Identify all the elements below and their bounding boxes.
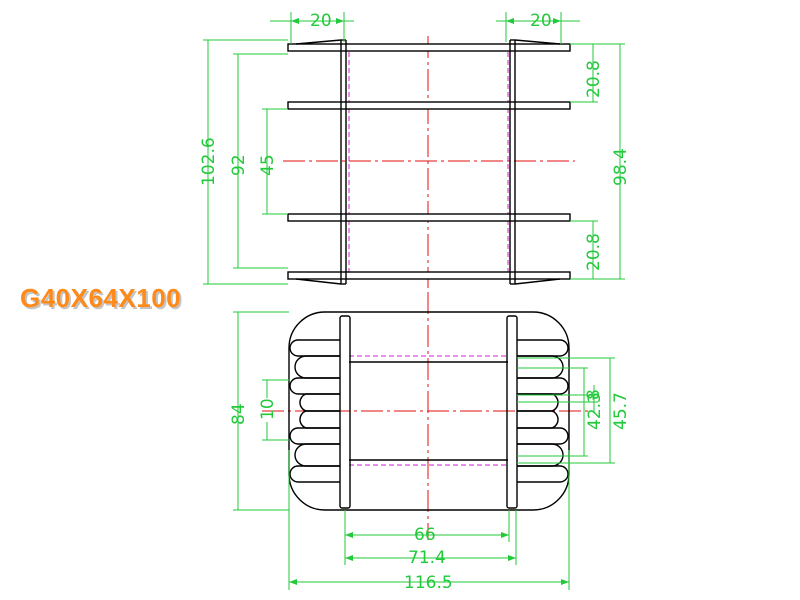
top-plate-4	[287, 271, 571, 280]
bottom-view: 84 10 8 42.3 45.7 66 71.4 116.5	[229, 292, 631, 593]
dim-right-overall: 98.4	[611, 148, 631, 186]
top-plate-3	[287, 213, 571, 222]
dim-bottom-height-84: 84	[229, 403, 249, 425]
dim-right-bottom-20-8: 20.8	[584, 233, 604, 271]
dim-slot-45-7: 45.7	[611, 392, 631, 430]
top-hidden-lines	[348, 52, 509, 272]
bottom-hidden-lines	[349, 355, 508, 466]
top-plate-2	[287, 101, 571, 110]
top-plates	[287, 43, 571, 280]
bottom-core	[339, 315, 518, 509]
top-plate-1	[287, 43, 571, 52]
dim-overall-width-116-5: 116.5	[404, 573, 453, 593]
dim-slot-8: 8	[584, 389, 604, 400]
top-dimension-lines	[203, 12, 625, 285]
left-comb-slots	[289, 339, 340, 483]
dim-top-right-20: 20	[530, 11, 552, 31]
bottom-outer-outline	[288, 311, 570, 511]
dim-mid-width-71-4: 71.4	[408, 548, 446, 568]
dim-slot-42-3: 42.3	[585, 392, 605, 430]
bottom-dimension-lines	[233, 311, 615, 590]
dim-height-92: 92	[229, 154, 249, 176]
top-view: 20 20 102.6 92 45 20.8 98.4 20.8	[199, 11, 631, 288]
dim-window-45: 45	[258, 154, 278, 176]
dim-bottom-gap-10: 10	[258, 398, 278, 420]
dim-inner-width-66: 66	[414, 525, 436, 545]
top-legs	[295, 39, 561, 285]
dim-top-left-20: 20	[310, 11, 332, 31]
part-number-title: G40X64X100	[20, 283, 182, 313]
dim-flange-height: 102.6	[199, 137, 219, 186]
dim-right-top-20-8: 20.8	[584, 60, 604, 98]
